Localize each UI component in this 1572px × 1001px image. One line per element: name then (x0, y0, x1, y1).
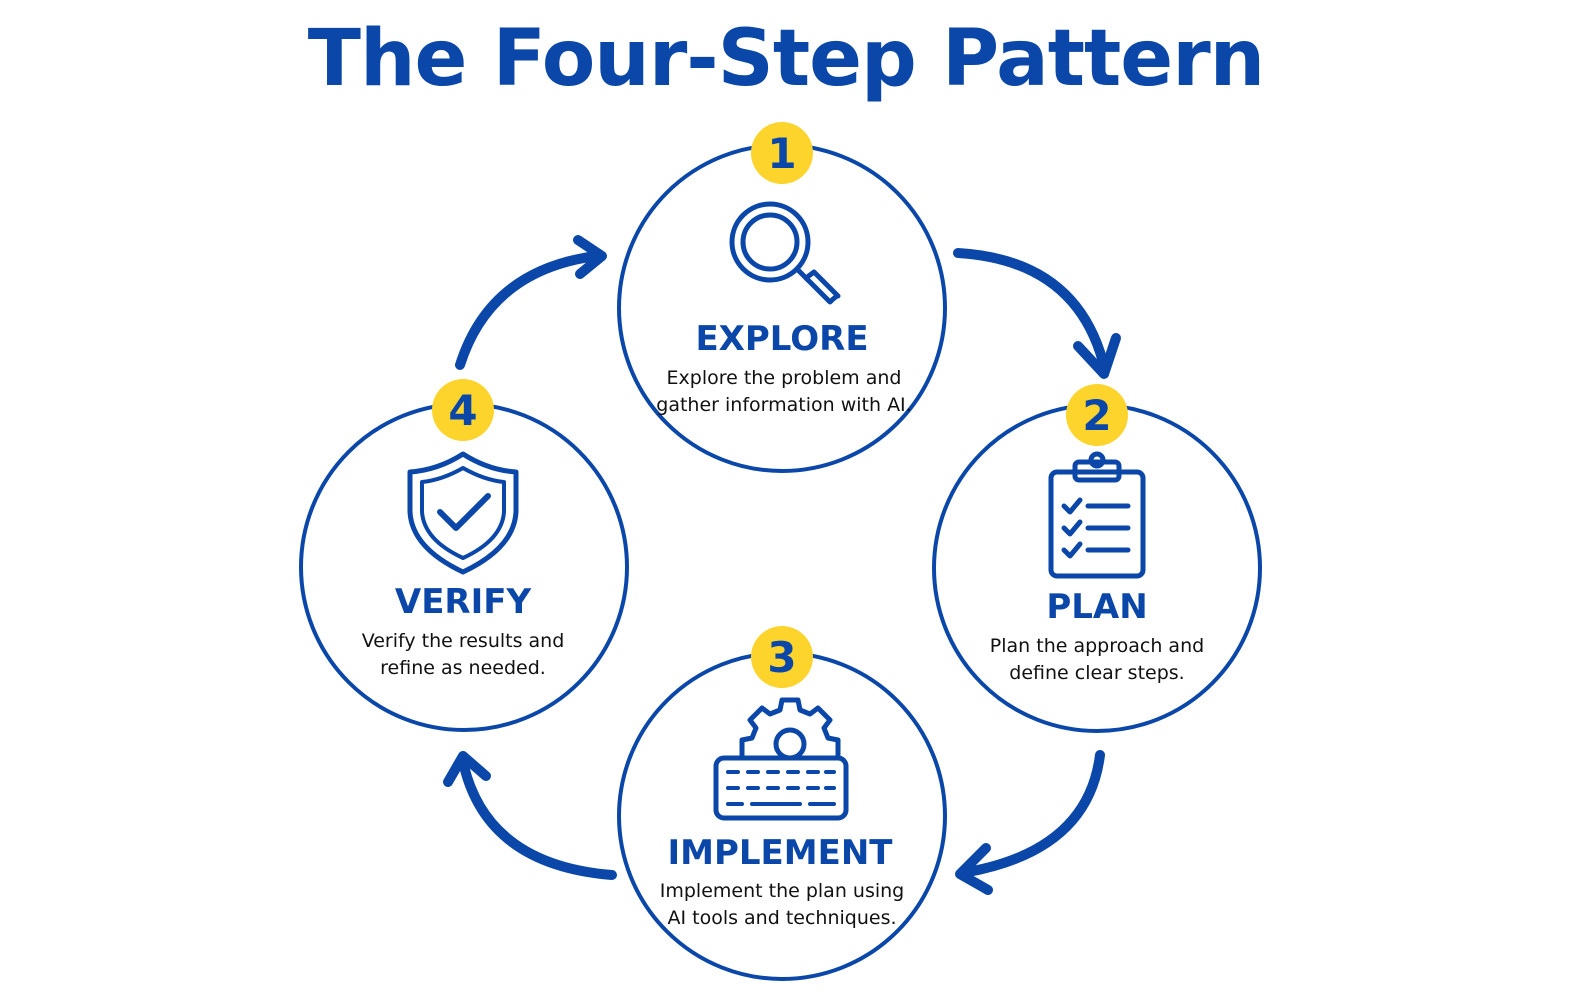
arrow-verify-to-explore (455, 235, 607, 370)
step-circle (617, 143, 947, 473)
step-number: 3 (767, 633, 796, 682)
arrow-plan-to-implement (955, 750, 1105, 895)
step-title: VERIFY (395, 582, 532, 622)
step-desc-line1: Implement the plan using (660, 880, 904, 902)
arrow-implement-to-verify (443, 751, 617, 880)
arrow-explore-to-plan (953, 248, 1121, 379)
step-desc-line1: Explore the problem and (667, 367, 902, 389)
step-desc-line2: AI tools and techniques. (667, 907, 896, 929)
step-desc-line2: refine as needed. (380, 657, 546, 679)
step-badge (751, 626, 813, 688)
step-title: PLAN (1046, 587, 1147, 627)
page-title: The Four-Step Pattern (307, 14, 1265, 104)
step-badge (432, 379, 494, 441)
clipboard-checklist-icon (1048, 451, 1146, 579)
step-explore: EXPLORE Explore the problem and gather i… (617, 122, 947, 473)
step-desc-line2: gather information with AI. (656, 394, 911, 416)
step-badge (751, 122, 813, 184)
step-desc-line1: Verify the results and (362, 630, 565, 652)
step-desc-line2: define clear steps. (1009, 662, 1184, 684)
gear-keyboard-icon (713, 697, 849, 821)
step-title: EXPLORE (695, 319, 868, 359)
step-number: 2 (1082, 391, 1111, 440)
shield-check-icon (407, 451, 519, 575)
step-title: IMPLEMENT (667, 833, 893, 873)
step-verify: VERIFY Verify the results and refine as … (299, 379, 629, 732)
step-desc-line1: Plan the approach and (990, 635, 1204, 657)
step-number: 4 (448, 386, 477, 435)
magnifier-icon (729, 201, 841, 305)
step-badge (1066, 384, 1128, 446)
step-plan: PLAN Plan the approach and define clear … (932, 384, 1262, 733)
step-implement: IMPLEMENT Implement the plan using AI to… (617, 626, 947, 981)
step-number: 1 (767, 129, 796, 178)
